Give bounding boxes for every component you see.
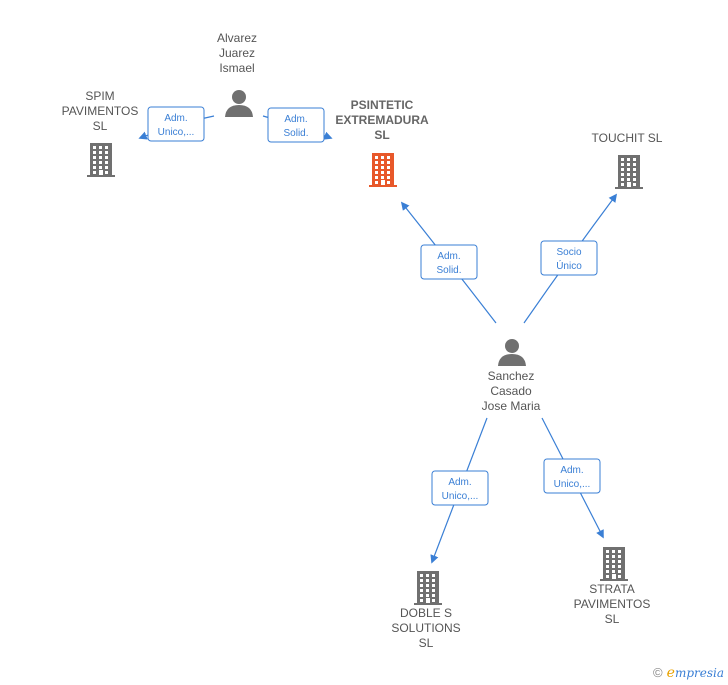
node-label: Alvarez bbox=[217, 31, 257, 45]
role-label: Unico,... bbox=[442, 491, 479, 502]
role-badge[interactable] bbox=[431, 470, 489, 506]
role-badge[interactable] bbox=[420, 244, 478, 280]
role-label: Solid. bbox=[436, 265, 461, 276]
role-badge[interactable] bbox=[147, 106, 205, 142]
node-label: SL bbox=[419, 636, 434, 650]
node-label: EXTREMADURA bbox=[335, 113, 429, 127]
node-label: PAVIMENTOS bbox=[574, 597, 651, 611]
role-label: Adm. bbox=[164, 113, 187, 124]
role-label: Adm. bbox=[448, 477, 471, 488]
edge-sanchez-doble[interactable]: Adm. Unico,... bbox=[430, 417, 489, 564]
role-label: Unico,... bbox=[158, 127, 195, 138]
role-label: Adm. bbox=[560, 465, 583, 476]
building-icon bbox=[414, 571, 442, 605]
node-label: DOBLE S bbox=[400, 606, 452, 620]
role-label: Único bbox=[556, 259, 582, 272]
role-badge[interactable] bbox=[543, 458, 601, 494]
edge-sanchez-strata[interactable]: Adm. Unico,... bbox=[541, 417, 604, 539]
building-icon bbox=[600, 547, 628, 581]
node-label: PSINTETIC bbox=[351, 98, 414, 112]
edge-sanchez-psintetic[interactable]: Adm. Solid. bbox=[400, 201, 497, 324]
node-label: TOUCHIT SL bbox=[592, 131, 663, 145]
node-label: SL bbox=[605, 612, 620, 626]
edge-alvarez-spim[interactable]: Adm. Unico,... bbox=[138, 106, 215, 142]
node-label: Casado bbox=[490, 384, 532, 398]
brand-name: mpresia bbox=[674, 666, 724, 680]
role-label: Unico,... bbox=[554, 479, 591, 490]
node-label: Sanchez bbox=[488, 369, 535, 383]
empresia-logo[interactable]: ©empresia bbox=[653, 665, 724, 681]
node-label: STRATA bbox=[589, 582, 635, 596]
role-label: Adm. bbox=[284, 114, 307, 125]
node-label: Jose Maria bbox=[482, 399, 541, 413]
node-touchit[interactable]: TOUCHIT SL bbox=[592, 131, 663, 189]
building-icon bbox=[87, 143, 115, 177]
role-badge[interactable] bbox=[267, 107, 325, 143]
node-label: Ismael bbox=[219, 61, 254, 75]
role-badge[interactable] bbox=[540, 240, 598, 276]
node-label: SL bbox=[93, 119, 108, 133]
edge-alvarez-psintetic[interactable]: Adm. Solid. bbox=[262, 107, 333, 143]
role-label: Adm. bbox=[437, 251, 460, 262]
building-icon bbox=[615, 155, 643, 189]
node-label: Juarez bbox=[219, 46, 255, 60]
person-icon bbox=[498, 339, 526, 366]
brand-initial: e bbox=[666, 665, 675, 681]
node-label: SOLUTIONS bbox=[391, 621, 460, 635]
node-label: PAVIMENTOS bbox=[62, 104, 139, 118]
copyright-icon: © bbox=[653, 665, 663, 680]
node-label: SPIM bbox=[85, 89, 114, 103]
person-icon bbox=[225, 90, 253, 117]
building-icon bbox=[369, 153, 397, 187]
node-label: SL bbox=[374, 128, 389, 142]
role-label: Solid. bbox=[283, 128, 308, 139]
role-label: Socio bbox=[556, 247, 581, 258]
